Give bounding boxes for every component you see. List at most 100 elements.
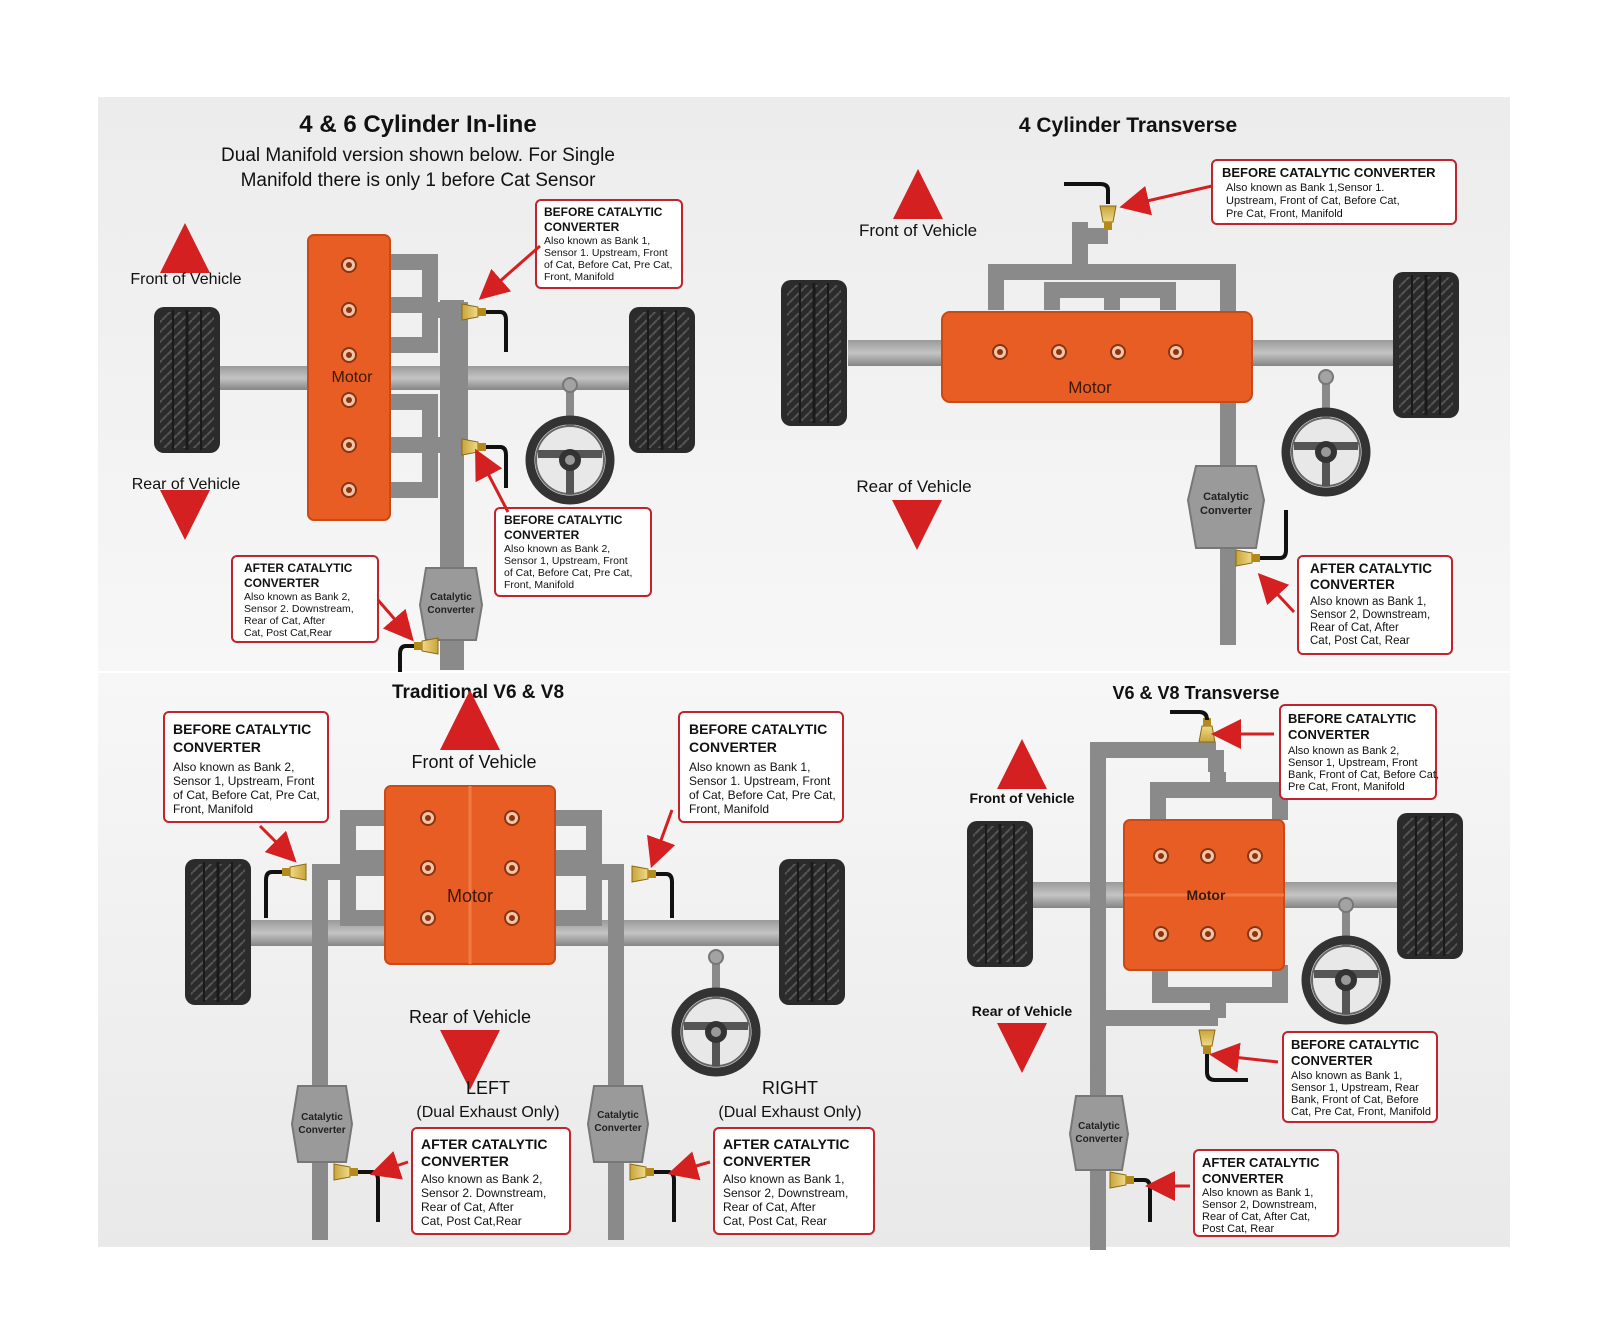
cat-label-2: Converter [594,1123,641,1134]
svg-text:Also known as Bank 2,: Also known as Bank 2, [173,760,294,774]
svg-text:Cat, Post Cat,Rear: Cat, Post Cat,Rear [244,627,333,639]
svg-text:Sensor 2, Downstream,: Sensor 2, Downstream, [723,1186,848,1200]
svg-text:Also known as Bank 1,: Also known as Bank 1, [689,760,810,774]
rear-label: Rear of Vehicle [856,477,971,496]
svg-text:BEFORE CATALYTIC: BEFORE CATALYTIC [504,513,623,527]
panel-title: V6 & V8 Transverse [1112,683,1279,703]
svg-text:CONVERTER: CONVERTER [1310,577,1395,592]
svg-text:Sensor 1, Upstream, Front: Sensor 1, Upstream, Front [504,555,628,567]
svg-text:Sensor 1, Upstream, Rear: Sensor 1, Upstream, Rear [1291,1082,1419,1094]
svg-text:Front, Manifold: Front, Manifold [504,579,574,591]
bolt-icon [341,437,357,453]
svg-text:CONVERTER: CONVERTER [504,528,580,542]
sensor-wire [398,644,414,672]
svg-text:Also known as Bank 2,: Also known as Bank 2, [1288,745,1399,757]
sensor-wire [1260,510,1288,560]
right-wheel-icon [1391,270,1461,420]
bolt-icon [1110,344,1126,360]
svg-text:BEFORE CATALYTIC: BEFORE CATALYTIC [689,721,827,737]
motor-label: Motor [447,886,493,906]
motor-block [307,234,391,521]
motor-label: Motor [1187,887,1226,903]
svg-text:Rear of Cat, After Cat,: Rear of Cat, After Cat, [1202,1211,1310,1223]
sensor-wire [1205,1054,1248,1082]
sensor-wire [486,445,508,488]
svg-text:Sensor 2. Downstream,: Sensor 2. Downstream, [244,603,354,615]
cat-label-2: Converter [427,605,474,616]
bolt-icon [341,347,357,363]
svg-text:BEFORE CATALYTIC: BEFORE CATALYTIC [1291,1037,1420,1052]
svg-text:AFTER CATALYTIC: AFTER CATALYTIC [421,1136,548,1152]
svg-text:Rear of Cat, After: Rear of Cat, After [421,1200,514,1214]
catalytic-converter [1186,465,1266,549]
svg-text:Front, Manifold: Front, Manifold [544,271,614,283]
callout-arrow-icon [258,824,297,863]
callout-arrow-icon [475,448,510,513]
svg-text:Cat, Post Cat,Rear: Cat, Post Cat,Rear [421,1214,522,1228]
callout-arrow-icon [1119,184,1213,216]
panel-v6-v8-transverse: V6 & V8 Transverse Catalytic Converter M… [965,683,1465,1250]
cat-label-2: Converter [298,1125,345,1136]
sensor-wire [1170,710,1209,721]
left-sublabel: (Dual Exhaust Only) [416,1104,559,1121]
motor-label: Motor [332,369,374,386]
callout-before-cat-bank2: BEFORE CATALYTIC CONVERTER Also known as… [1279,704,1439,800]
bolt-icon [1247,848,1263,864]
bolt-icon [1200,926,1216,942]
cat-label-1: Catalytic [597,1110,639,1121]
svg-text:of Cat, Before Cat, Pre Cat,: of Cat, Before Cat, Pre Cat, [689,788,836,802]
callout-arrow-icon [376,599,414,642]
bolt-icon [504,810,520,826]
catalytic-converter-left [290,1085,354,1163]
svg-text:CONVERTER: CONVERTER [544,220,620,234]
svg-text:BEFORE CATALYTIC: BEFORE CATALYTIC [173,721,311,737]
svg-text:CONVERTER: CONVERTER [1288,727,1370,742]
svg-text:Bank, Front of Cat, Before: Bank, Front of Cat, Before [1291,1094,1419,1106]
bolt-icon [1051,344,1067,360]
bolt-icon [1247,926,1263,942]
panel-transverse-4: 4 Cylinder Transverse Catalytic Converte… [779,114,1461,655]
motor-label: Motor [1068,378,1112,397]
svg-text:Bank, Front of Cat, Before Cat: Bank, Front of Cat, Before Cat, [1288,769,1439,781]
rear-label: Rear of Vehicle [972,1003,1073,1019]
callout-before-cat-bank1: BEFORE CATALYTIC CONVERTER Also known as… [678,711,844,823]
svg-text:Front, Manifold: Front, Manifold [689,802,769,816]
bolt-icon [992,344,1008,360]
front-label: Front of Vehicle [411,752,536,772]
bolt-icon [1153,926,1169,942]
bolt-icon [1153,848,1169,864]
sensor-wire [1064,182,1110,204]
right-label: RIGHT [762,1078,818,1098]
front-label: Front of Vehicle [859,221,977,240]
svg-text:CONVERTER: CONVERTER [244,576,320,590]
svg-text:Pre Cat, Front, Manifold: Pre Cat, Front, Manifold [1226,208,1343,220]
callout-after-cat-bank1: AFTER CATALYTIC CONVERTER Also known as … [1297,555,1453,655]
cat-label-1: Catalytic [1203,491,1249,503]
panel-subtitle-line-2: Manifold there is only 1 before Cat Sens… [241,170,597,191]
svg-text:Also known as Bank 2,: Also known as Bank 2, [244,591,350,603]
rear-label: Rear of Vehicle [132,476,241,493]
left-manifold-pipe [312,810,386,1240]
bolt-icon [420,860,436,876]
callout-after-cat-bank1: AFTER CATALYTIC CONVERTER Also known as … [713,1127,875,1235]
svg-text:Rear of Cat, After: Rear of Cat, After [723,1200,816,1214]
svg-text:BEFORE CATALYTIC CONVERTER: BEFORE CATALYTIC CONVERTER [1222,165,1436,180]
svg-text:Front, Manifold: Front, Manifold [173,802,253,816]
right-wheel-icon [1395,811,1465,961]
svg-text:Also known as Bank 1,: Also known as Bank 1, [723,1172,844,1186]
svg-text:Also known as Bank 1,: Also known as Bank 1, [544,235,650,247]
bolt-icon [341,392,357,408]
bolt-icon [341,302,357,318]
callout-before-cat-bank1: BEFORE CATALYTIC CONVERTER Also known as… [1282,1031,1438,1123]
callout-arrow-icon [369,1151,409,1180]
svg-text:Cat, Pre Cat, Front, Manifold: Cat, Pre Cat, Front, Manifold [1291,1106,1431,1118]
svg-text:Also known as Bank 1,: Also known as Bank 1, [1291,1070,1402,1082]
bolt-icon [420,810,436,826]
svg-text:Sensor 2, Downstream,: Sensor 2, Downstream, [1310,609,1430,621]
callout-before-cat-bank1: BEFORE CATALYTIC CONVERTER Also known as… [1211,159,1457,225]
svg-text:BEFORE CATALYTIC: BEFORE CATALYTIC [544,205,663,219]
svg-text:of Cat, Before Cat, Pre Cat,: of Cat, Before Cat, Pre Cat, [173,788,320,802]
svg-text:Sensor 2, Downstream,: Sensor 2, Downstream, [1202,1199,1317,1211]
bolt-icon [341,482,357,498]
